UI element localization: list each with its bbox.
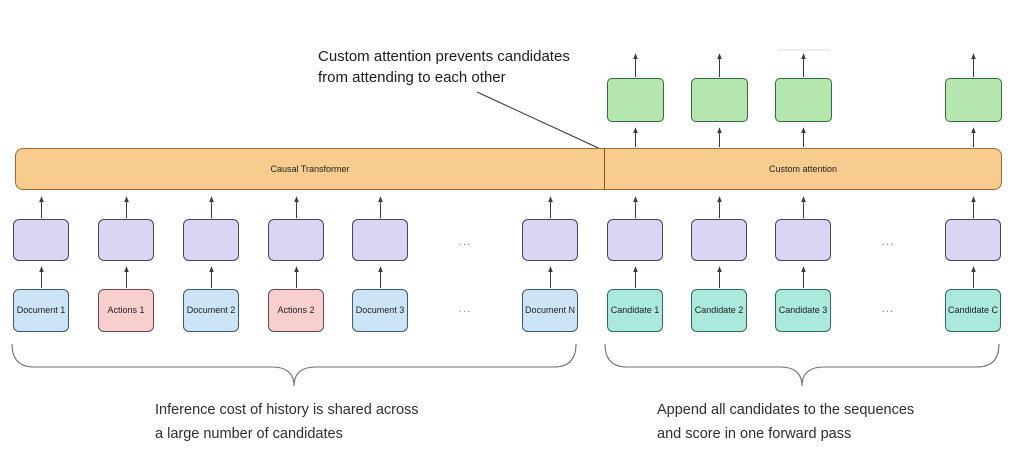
output-box-3 xyxy=(775,78,832,122)
hidden-state-box-5 xyxy=(352,219,408,261)
hidden-state-box-7 xyxy=(607,219,663,261)
causal-transformer-label: Causal Transformer xyxy=(270,164,350,174)
candidates-caption: Append all candidates to the sequences a… xyxy=(657,398,914,446)
document-n-box: Document N xyxy=(522,289,578,332)
actions-2-box: Actions 2 xyxy=(268,289,324,332)
hidden-state-box-4 xyxy=(268,219,324,261)
history-input-ellipsis: ... xyxy=(458,301,472,315)
right-brace xyxy=(604,343,1000,387)
candidate-input-ellipsis: ... xyxy=(881,301,895,315)
custom-attention-note: Custom attention prevents candidates fro… xyxy=(318,46,570,88)
bar-to-output-arrows xyxy=(633,127,976,147)
note-line-2: from attending to each other xyxy=(318,69,506,86)
output-box-4 xyxy=(945,78,1002,122)
hidden-state-box-1 xyxy=(13,219,69,261)
hidden-state-box-8 xyxy=(691,219,747,261)
candidate-2-box: Candidate 2 xyxy=(691,289,747,332)
history-caption-line-1: Inference cost of history is shared acro… xyxy=(155,402,419,418)
candidates-caption-line-1: Append all candidates to the sequences xyxy=(657,402,915,418)
candidates-caption-line-2: and score in one forward pass xyxy=(657,426,852,442)
custom-attention-label: Custom attention xyxy=(768,164,838,174)
custom-attention-section: Custom attention xyxy=(604,149,1001,189)
history-caption-line-2: a large number of candidates xyxy=(155,426,343,442)
document-3-box: Document 3 xyxy=(352,289,408,332)
output-box-2 xyxy=(691,78,748,122)
document-2-box: Document 2 xyxy=(183,289,239,332)
left-brace xyxy=(11,343,577,387)
hidden-state-box-2 xyxy=(98,219,154,261)
document-1-box: Document 1 xyxy=(13,289,69,332)
hidden-to-bar-arrows xyxy=(39,196,976,218)
hidden-state-box-6 xyxy=(522,219,578,261)
causal-transformer-section: Causal Transformer xyxy=(16,149,604,189)
hidden-state-box-9 xyxy=(775,219,831,261)
note-line-1: Custom attention prevents candidates xyxy=(318,48,570,65)
output-box-1 xyxy=(607,78,664,122)
candidate-1-box: Candidate 1 xyxy=(607,289,663,332)
candidate-3-box: Candidate 3 xyxy=(775,289,831,332)
hidden-state-box-3 xyxy=(183,219,239,261)
history-hidden-ellipsis: ... xyxy=(458,234,472,248)
transformer-bar: Causal Transformer Custom attention xyxy=(15,148,1002,190)
candidate-c-box: Candidate C xyxy=(945,289,1001,332)
candidate-hidden-ellipsis: ... xyxy=(881,234,895,248)
input-to-hidden-arrows xyxy=(39,266,976,288)
actions-1-box: Actions 1 xyxy=(98,289,154,332)
output-up-arrows xyxy=(633,53,976,77)
hidden-state-box-10 xyxy=(945,219,1001,261)
history-caption: Inference cost of history is shared acro… xyxy=(155,398,419,446)
